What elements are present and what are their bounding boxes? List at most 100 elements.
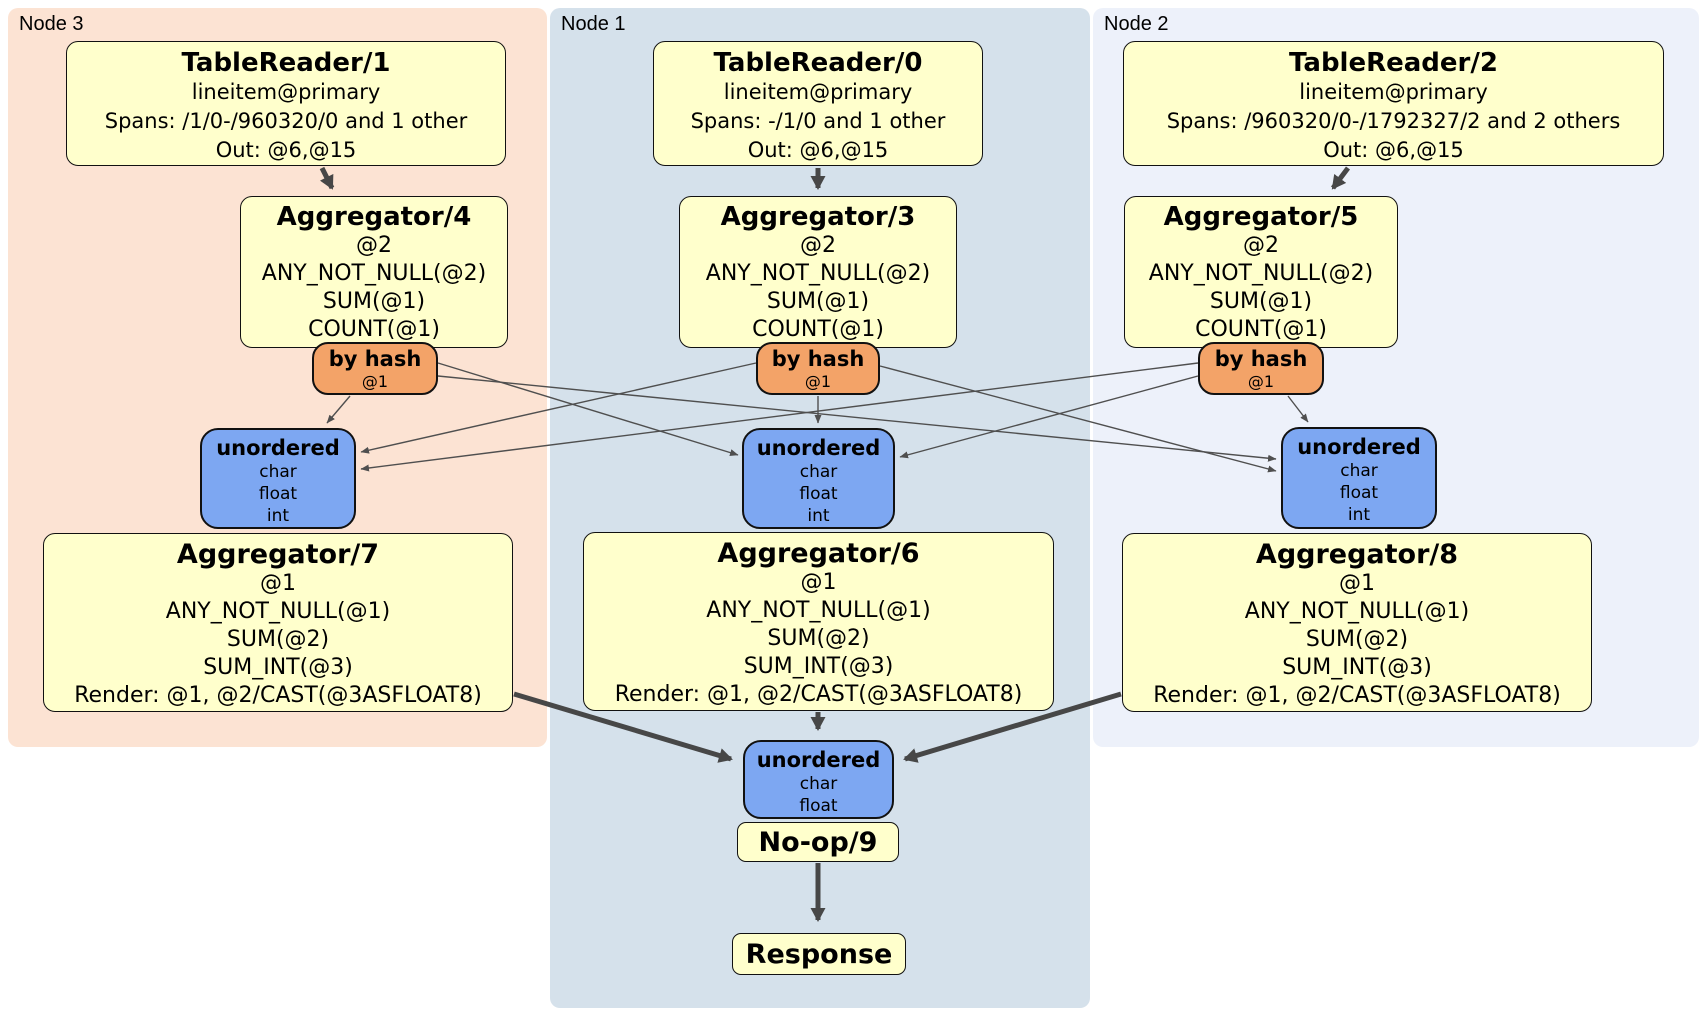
edge-router2-sync3 <box>360 362 1199 472</box>
box-title: by hash <box>328 347 422 371</box>
box-line: Out: @6,@15 <box>747 138 889 162</box>
box-line: float <box>258 484 298 504</box>
box-line: SUM_INT(@3) <box>743 654 894 679</box>
box-title: No-op/9 <box>758 826 878 858</box>
aggregator-8-box: Aggregator/8 @1 ANY_NOT_NULL(@1) SUM(@2)… <box>1122 533 1592 712</box>
box-title: unordered <box>1297 435 1421 459</box>
box-line: @1 <box>260 571 296 596</box>
box-line: SUM(@2) <box>767 626 870 651</box>
aggregator-7-box: Aggregator/7 @1 ANY_NOT_NULL(@1) SUM(@2)… <box>43 533 513 712</box>
box-line: COUNT(@1) <box>308 317 440 342</box>
box-title: by hash <box>1214 347 1308 371</box>
box-line: char <box>799 774 838 794</box>
box-line: ANY_NOT_NULL(@1) <box>706 598 931 623</box>
aggregator-6-box: Aggregator/6 @1 ANY_NOT_NULL(@1) SUM(@2)… <box>583 532 1054 711</box>
box-line: lineitem@primary <box>191 80 381 104</box>
edge-aggregator7-final-sync <box>513 691 733 763</box>
box-title: Aggregator/5 <box>1163 202 1359 232</box>
box-title: TableReader/1 <box>181 48 391 78</box>
hash-router-node1: by hash @1 <box>756 342 880 395</box>
box-line: COUNT(@1) <box>1195 317 1327 342</box>
box-line: int <box>1347 505 1371 525</box>
box-line: lineitem@primary <box>723 80 913 104</box>
box-line: SUM(@2) <box>226 627 330 652</box>
box-line: @1 <box>1339 571 1375 596</box>
box-line: char <box>1340 461 1378 481</box>
tablereader-2-box: TableReader/2 lineitem@primary Spans: /9… <box>1123 41 1664 166</box>
unordered-sync-node2: unordered char float int <box>1281 427 1437 529</box>
edge-tablereader1-aggregator4 <box>319 166 335 190</box>
box-title: unordered <box>756 436 881 460</box>
box-line: SUM_INT(@3) <box>203 655 353 680</box>
unordered-sync-node1: unordered char float int <box>742 428 895 529</box>
box-title: unordered <box>216 436 340 460</box>
box-title: TableReader/0 <box>713 48 923 78</box>
noop-9-box: No-op/9 <box>737 822 899 862</box>
tablereader-1-box: TableReader/1 lineitem@primary Spans: /1… <box>66 41 506 166</box>
edge-tablereader2-aggregator5 <box>1331 166 1350 190</box>
box-title: unordered <box>756 748 881 772</box>
box-line: float <box>799 484 838 504</box>
edge-router2-sync2 <box>1287 395 1309 423</box>
box-line: float <box>799 796 838 816</box>
box-title: Aggregator/4 <box>276 202 472 232</box>
box-line: SUM(@2) <box>1305 627 1409 652</box>
box-line: float <box>1339 483 1379 503</box>
box-title: TableReader/2 <box>1289 48 1498 78</box>
box-line: lineitem@primary <box>1299 80 1488 104</box>
box-line: @1 <box>1247 372 1275 391</box>
box-line: @2 <box>356 233 392 258</box>
unordered-sync-node3: unordered char float int <box>200 428 356 529</box>
tablereader-0-box: TableReader/0 lineitem@primary Spans: -/… <box>653 41 983 166</box>
node1-label: Node 1 <box>561 13 626 35</box>
box-line: @2 <box>1243 233 1279 258</box>
aggregator-5-box: Aggregator/5 @2 ANY_NOT_NULL(@2) SUM(@1)… <box>1124 196 1398 348</box>
box-title: by hash <box>771 347 865 371</box>
edge-router1-sync2 <box>879 365 1277 473</box>
hash-router-node3: by hash @1 <box>312 342 438 395</box>
box-line: ANY_NOT_NULL(@1) <box>165 599 391 624</box>
box-title: Aggregator/3 <box>720 202 916 232</box>
edge-router1-sync3 <box>360 362 757 454</box>
edge-router3-sync3 <box>326 395 351 424</box>
box-line: ANY_NOT_NULL(@2) <box>705 261 931 286</box>
box-title: Response <box>745 938 893 970</box>
box-line: Spans: -/1/0 and 1 other <box>690 109 946 133</box>
box-line: SUM(@1) <box>766 289 870 314</box>
box-title: Aggregator/8 <box>1255 539 1459 570</box>
edge-router3-sync1 <box>437 362 739 457</box>
box-line: ANY_NOT_NULL(@2) <box>1148 261 1374 286</box>
box-line: char <box>259 462 297 482</box>
box-line: @1 <box>361 372 389 391</box>
box-line: SUM_INT(@3) <box>1282 655 1432 680</box>
box-line: Render: @1, @2/CAST(@3ASFLOAT8) <box>74 683 482 708</box>
edge-aggregator8-final-sync <box>903 691 1122 763</box>
box-line: @2 <box>800 233 836 258</box>
box-line: Out: @6,@15 <box>215 138 357 162</box>
box-line: COUNT(@1) <box>752 317 884 342</box>
aggregator-3-box: Aggregator/3 @2 ANY_NOT_NULL(@2) SUM(@1)… <box>679 196 957 348</box>
node2-label: Node 2 <box>1104 13 1169 35</box>
box-line: int <box>807 506 830 526</box>
box-line: @1 <box>804 372 832 391</box>
hash-router-node2: by hash @1 <box>1198 342 1324 395</box>
box-line: ANY_NOT_NULL(@1) <box>1244 599 1470 624</box>
box-line: SUM(@1) <box>1209 289 1313 314</box>
box-line: Out: @6,@15 <box>1323 138 1464 162</box>
box-line: Render: @1, @2/CAST(@3ASFLOAT8) <box>1153 683 1561 708</box>
box-line: char <box>799 462 838 482</box>
box-title: Aggregator/6 <box>717 538 920 569</box>
box-line: int <box>266 506 290 526</box>
box-line: Render: @1, @2/CAST(@3ASFLOAT8) <box>614 682 1023 707</box>
box-title: Aggregator/7 <box>176 539 380 570</box>
box-line: SUM(@1) <box>322 289 426 314</box>
response-box: Response <box>732 933 906 975</box>
edge-router2-sync1 <box>899 375 1199 459</box>
unordered-sync-final: unordered char float <box>743 740 894 819</box>
box-line: ANY_NOT_NULL(@2) <box>261 261 487 286</box>
edge-router3-sync2 <box>437 375 1277 462</box>
box-line: Spans: /1/0-/960320/0 and 1 other <box>104 109 468 133</box>
node3-label: Node 3 <box>19 13 84 35</box>
